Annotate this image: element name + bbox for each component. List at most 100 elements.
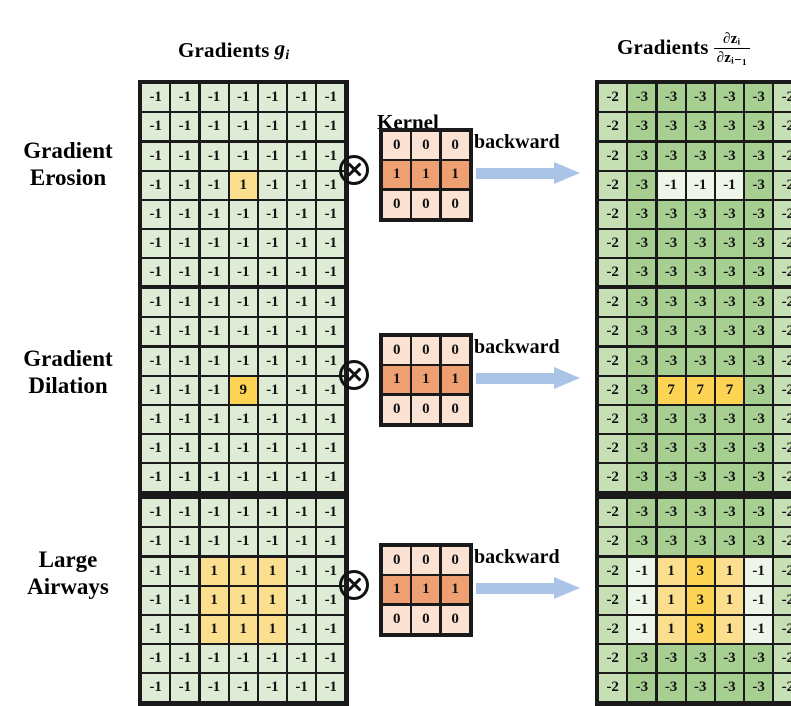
grid-cell: -2 [599,464,627,492]
grid-cell: -1 [317,289,345,317]
grid-cell: -3 [745,376,773,404]
grid-cell: 1 [200,557,228,585]
grid-cell: -1 [288,259,316,287]
grid-cell: -3 [628,259,656,287]
grid-cell: -1 [745,557,773,585]
row-label-line1: Gradient [23,346,113,371]
right-column-header: Gradients ∂zᵢ ∂zᵢ₋₁ [617,30,750,66]
grid-cell: -3 [628,230,656,258]
grid-cell: -3 [745,84,773,112]
row-label-line2: Dilation [28,373,108,399]
grid-cell: -3 [715,645,743,673]
grid-cell: 1 [441,576,469,604]
grid-cell: -1 [142,84,170,112]
grid-cell: 0 [441,395,469,423]
grid-cell: -1 [288,171,316,199]
fraction-numerator: ∂zᵢ [723,31,741,47]
grid-cell: -3 [745,259,773,287]
grid-cell: -1 [171,289,199,317]
grid-cell: -2 [774,230,791,258]
grid-cell: -1 [229,142,257,170]
grid-cell: -1 [317,230,345,258]
grid-cell: -2 [774,586,791,614]
grid-cell: -1 [229,84,257,112]
grid-cell: 1 [229,586,257,614]
grid-cell: -2 [774,499,791,527]
grid-cell: 7 [657,376,685,404]
grid-cell: -1 [317,259,345,287]
grid-cell: -1 [200,528,228,556]
grid-cell: 0 [383,605,411,633]
grid-cell: -1 [142,171,170,199]
grid-cell: -1 [258,464,286,492]
arrow-shaft [476,583,556,594]
grid-cell: -1 [200,464,228,492]
row-label-line2: Airways [27,574,109,600]
grid-cell: -1 [142,347,170,375]
grid-cell: -3 [657,347,685,375]
grid-cell: -1 [171,405,199,433]
backward-arrow-icon [476,162,580,184]
arrow-head [554,577,580,599]
grid-cell: -3 [657,528,685,556]
grid-cell: -3 [628,376,656,404]
grid-cell: 1 [441,161,469,189]
grid-cell: -3 [715,142,743,170]
grid-cell: -3 [657,84,685,112]
grid-cell: -2 [774,289,791,317]
arrow-head [554,162,580,184]
grid-cell: 0 [441,190,469,218]
grid-cell: -1 [317,674,345,702]
grid-cell: -2 [774,318,791,346]
grid-cell: 0 [441,337,469,365]
grid-cell: 0 [441,132,469,160]
grid-cell: -2 [774,528,791,556]
grid-cell: 1 [657,615,685,643]
grid-cell: -1 [142,318,170,346]
left-column-header-symbol: gi [274,36,290,63]
grid-cell: -3 [628,435,656,463]
grid-cell: -2 [599,84,627,112]
grid-cell: 1 [715,586,743,614]
grid-cell: -1 [171,645,199,673]
grid-cell: -3 [715,200,743,228]
grid-cell: -2 [599,171,627,199]
grid-cell: -1 [171,376,199,404]
grid-cell: -2 [774,464,791,492]
grid-cell: -3 [628,499,656,527]
grid-cell: -3 [657,435,685,463]
grid-cell: -1 [317,113,345,141]
grid-cell: -1 [229,230,257,258]
grid-cell: -1 [229,200,257,228]
grid-cell: -3 [745,171,773,199]
convolution-operator-icon [339,570,369,600]
grid-cell: 1 [200,615,228,643]
input-gradient-grid: -1-1-1-1-1-1-1-1-1-1-1-1-1-1-1-1-1-1-1-1… [138,80,349,291]
arrow-head [554,367,580,389]
grid-cell: -3 [686,435,714,463]
grid-cell: -3 [686,405,714,433]
convolution-operator-icon [339,155,369,185]
arrow-shaft [476,373,556,384]
grid-cell: -1 [288,528,316,556]
grid-cell: -1 [317,528,345,556]
grid-cell: -1 [288,347,316,375]
grid-cell: -2 [774,171,791,199]
grid-cell: -1 [171,674,199,702]
grid-cell: 0 [441,547,469,575]
fraction-denominator: ∂zᵢ₋₁ [713,48,750,66]
grid-cell: -3 [745,528,773,556]
grid-cell: -3 [657,405,685,433]
grid-cell: -2 [599,347,627,375]
grid-cell: -1 [258,289,286,317]
grid-cell: -2 [774,645,791,673]
grid-cell: 9 [229,376,257,404]
grid-cell: -1 [288,464,316,492]
grid-cell: -1 [171,615,199,643]
grid-cell: -3 [628,405,656,433]
grid-cell: -1 [288,586,316,614]
grid-cell: -3 [686,200,714,228]
grid-cell: 0 [412,395,440,423]
grid-cell: -3 [628,113,656,141]
